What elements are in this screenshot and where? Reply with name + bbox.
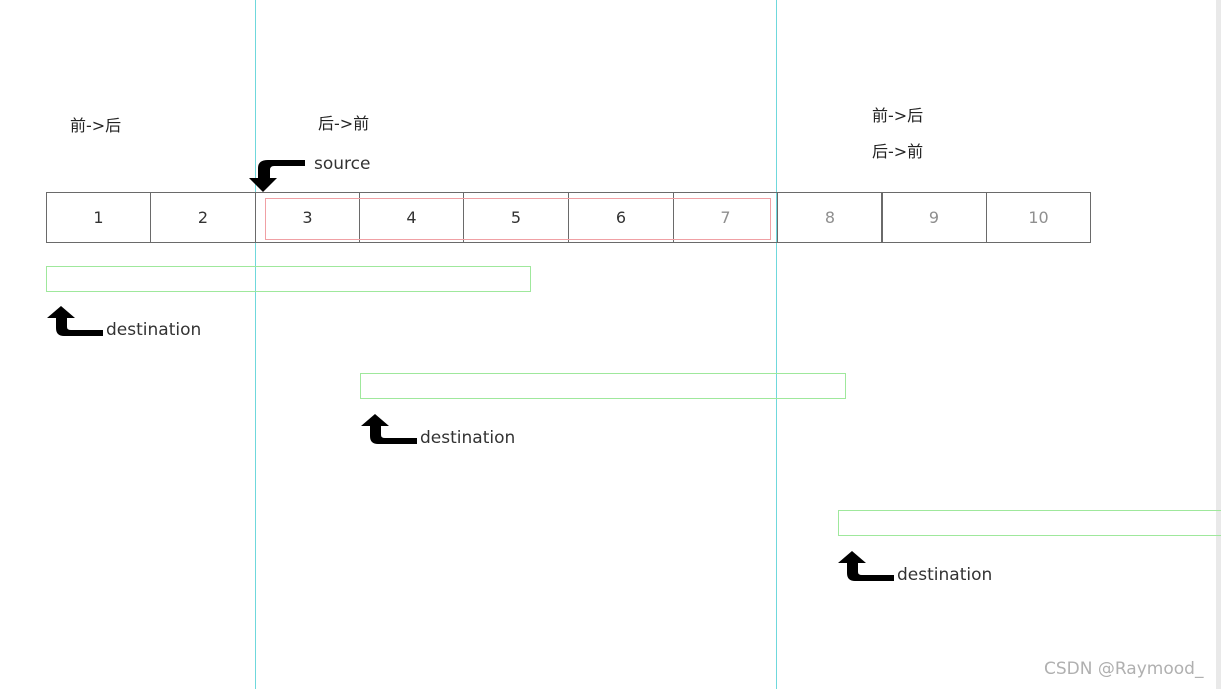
destination-arrow-icon-2 [361,414,417,444]
source-label: source [314,154,371,174]
destination-range-box-2 [360,373,846,399]
page-edge [1216,0,1221,689]
destination-range-box-3 [838,510,1221,536]
destination-arrow-icon-3 [838,551,894,581]
array-cell-8: 8 [777,192,883,243]
direction-label-front-to-back-2: 前->后 [872,106,924,125]
array-cell-1: 1 [46,192,151,243]
destination-label-2: destination [420,428,516,448]
direction-label-back-to-front: 后->前 [318,114,370,133]
array-cell-9: 9 [881,192,987,243]
source-arrow-icon [249,160,305,192]
array-cell-2: 2 [150,192,256,243]
destination-label-3: destination [897,565,993,585]
watermark: CSDN @Raymood_ [1044,659,1204,679]
direction-label-back-to-front-2: 后->前 [872,142,924,161]
guide-line-left [255,0,256,689]
direction-label-front-to-back: 前->后 [70,116,122,135]
array-cell-10: 10 [986,192,1091,243]
destination-range-box-1 [46,266,531,292]
destination-label-1: destination [106,320,202,340]
guide-line-right [776,0,777,689]
source-range-box [265,198,771,240]
destination-arrow-icon-1 [47,306,103,336]
